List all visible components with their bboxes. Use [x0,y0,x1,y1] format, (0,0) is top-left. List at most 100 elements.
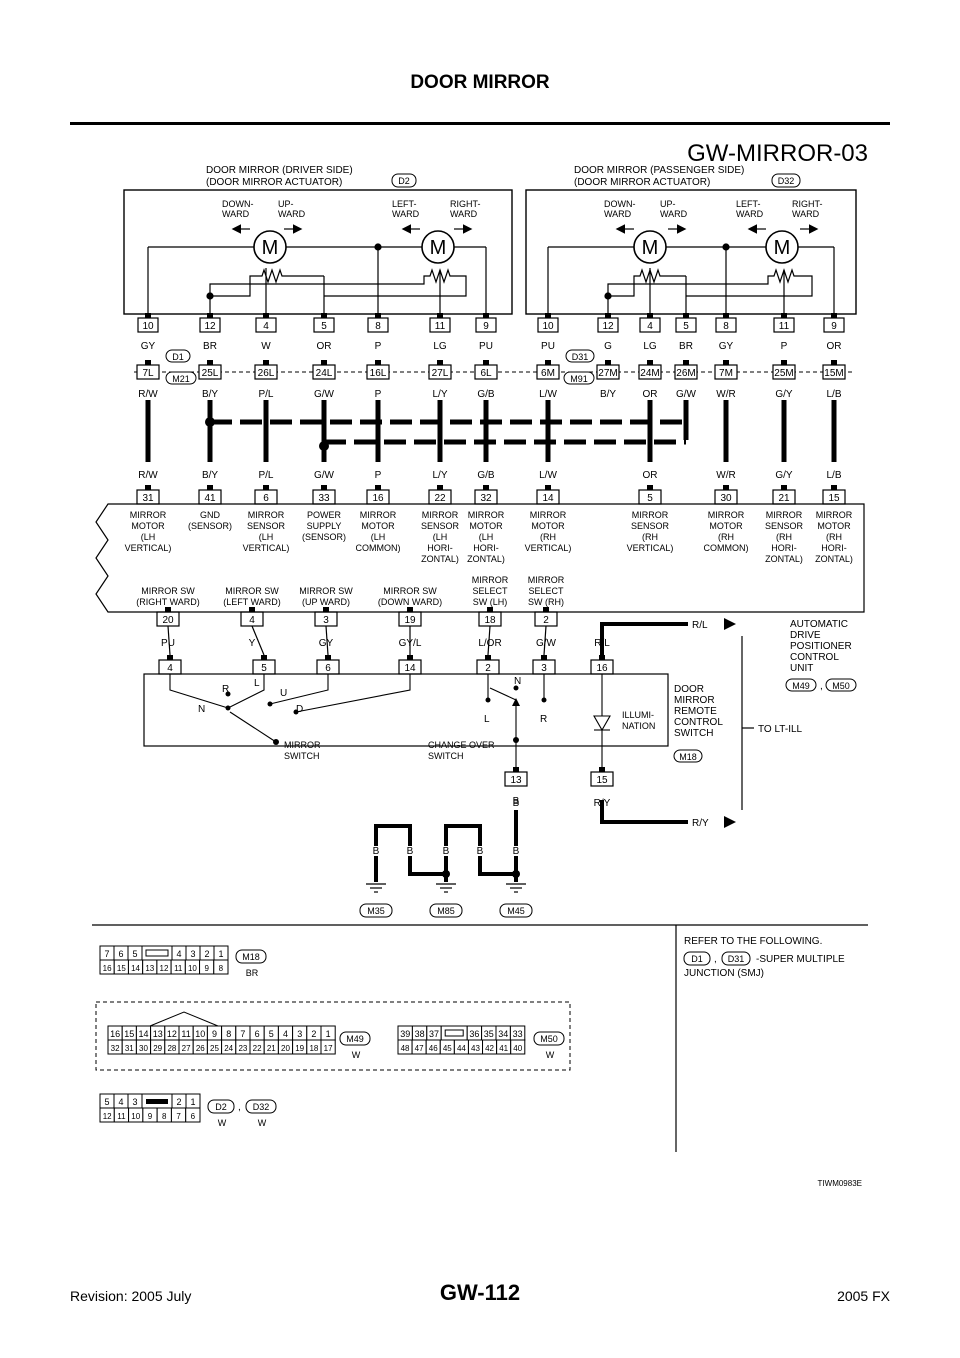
connector-pin: 12 [103,1112,112,1121]
pin-act-r-tab [723,313,729,318]
wire-color: PU [541,341,555,352]
legend-refer: REFER TO THE FOLLOWING. D1 , D31 -SUPER … [683,936,845,979]
connector-key-bar [145,949,169,957]
page-title: DOOR MIRROR [410,72,550,93]
pin-act-l-tab [375,313,381,318]
wire-color: BR [203,341,217,352]
unit-function-label: (LH [141,532,156,542]
unit-function-label: (LH [259,532,274,542]
change-switch-label: CHANGE OVER [428,740,495,750]
title-rule [70,122,890,125]
unit-name-2: DRIVE [790,630,821,641]
unit-function-label: MIRROR [816,510,853,520]
connector-pin: 4 [176,949,181,959]
connector-cell [213,959,229,975]
pin-smj-l: 16L [370,368,387,379]
connector-pin: 40 [513,1044,522,1053]
pin-act-l-tab [483,313,489,318]
pin-unit-top: 21 [778,493,790,504]
wire-color: P [375,341,382,352]
connector-pin: 42 [485,1044,494,1053]
unit-switch-label: (UP WARD) [302,597,350,607]
wire-b: B [443,846,450,857]
wire-color: B/Y [202,389,218,400]
connector-pin: 8 [162,1112,167,1121]
switch-name-2: MIRROR [674,695,715,706]
pin-unit-top: 30 [720,493,732,504]
pin-unit-top: 6 [263,493,269,504]
unit-switch-label: SELECT [472,586,508,596]
conn-m49: M49 [792,681,810,691]
unit-function-label: MOTOR [361,521,395,531]
pin-smj-r: 7M [719,368,733,379]
unit-switch-label: (RIGHT WARD) [136,597,200,607]
dir-right-2: WARD [450,209,478,219]
motor-labels: M M M M [262,237,791,259]
wire-color: B/Y [600,389,616,400]
legend-m50: M50 [540,1034,558,1044]
unit-function-label: MIRROR [632,510,669,520]
wire-b: B [407,846,414,857]
connector-pin: 24 [224,1044,233,1053]
pin-unit-top: 14 [542,493,554,504]
connector-pin: 4 [118,1097,123,1107]
conn-d32: D32 [778,176,795,186]
unit-function-label: (RH [718,532,734,542]
wire-color: LG [643,341,657,352]
legend-d32: D32 [253,1102,270,1112]
pin-sw-top-tab [407,655,413,660]
connector-pin: 7 [104,949,109,959]
pin-smj-l-tab [437,360,443,365]
wire-color: G/W [314,389,335,400]
unit-name-5: UNIT [790,663,813,674]
pin-act-l-tab [145,313,151,318]
dir-down-2: WARD [222,209,250,219]
conn-badge-d2 [207,1099,235,1114]
dir-up-p: UP- [660,199,676,209]
pin-unit-bot-tab [323,607,329,612]
pin-act-l-tab [263,313,269,318]
wire-color: PU [479,341,493,352]
connector-pin: 1 [218,949,223,959]
pin-smj-l-tab [321,360,327,365]
cs-pos-n: N [514,676,521,687]
pin-act-r-tab [831,313,837,318]
pin-act-r-tab [781,313,787,318]
wire-color: G/W [314,470,335,481]
unit-function-label: SUPPLY [307,521,342,531]
unit-switch-label: SW (RH) [528,597,564,607]
pin-sw-top: 6 [325,663,331,674]
pin-sw-top-tab [261,655,267,660]
pin-unit-top-tab [207,485,213,490]
wire-color: G/Y [775,470,793,481]
connector-pin: 25 [210,1044,219,1053]
wire-b: B [373,846,380,857]
pin-unit-bot: 19 [404,615,416,626]
pin-sw-top: 3 [541,663,547,674]
pin-act-l: 12 [204,321,216,332]
connector-pin: 10 [195,1029,205,1039]
pin-smj-l-tab [375,360,381,365]
pin-act-r-tab [545,313,551,318]
connector-pin: 32 [111,1044,120,1053]
wire-color: BR [679,341,693,352]
sw-pos-l: L [254,678,260,689]
unit-switch-label: MIRROR [528,575,565,585]
diagram-code: GW-MIRROR-03 [687,140,868,167]
unit-function-label: (RH [540,532,556,542]
wire-color: P [375,389,382,400]
connector-pin: 2 [204,949,209,959]
unit-function-label: MIRROR [360,510,397,520]
connector-pin: 6 [191,1112,196,1121]
unit-function-label: (SENSOR) [302,532,346,542]
refer-smj: -SUPER MULTIPLE [756,954,845,965]
switch-name-3: REMOTE [674,706,717,717]
connector-cell [320,1039,336,1055]
unit-function-label: (RH [826,532,842,542]
pin-unit-top: 16 [372,493,384,504]
dir-right-p2: WARD [792,209,820,219]
unit-function-label: (LH [479,532,494,542]
motor-icon: M [262,237,279,259]
pin-unit-bot: 3 [323,615,329,626]
connector-pin: 8 [226,1029,231,1039]
